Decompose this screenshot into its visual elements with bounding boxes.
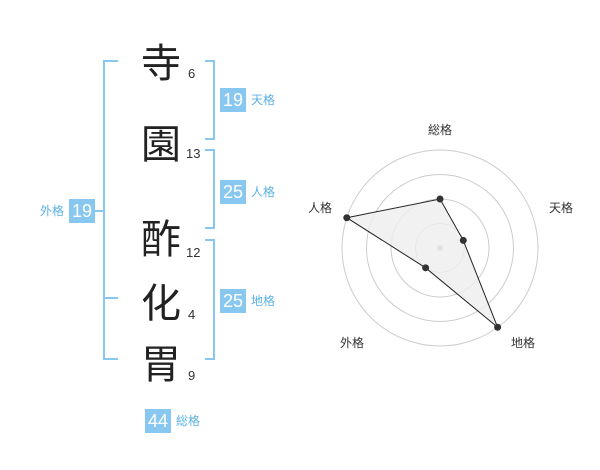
name-char-5: 胃 bbox=[141, 342, 181, 388]
jinkaku-label: 人格 bbox=[251, 185, 276, 199]
radar-ring-4 bbox=[341, 149, 539, 347]
stroke-count-4: 4 bbox=[188, 307, 196, 322]
radar-ring-3 bbox=[366, 174, 514, 322]
chikaku-badge: 25 地格 bbox=[220, 289, 275, 313]
tenkaku-badge: 19 天格 bbox=[220, 88, 275, 112]
soukaku-label: 総格 bbox=[176, 414, 201, 428]
jinkaku-bracket bbox=[205, 149, 215, 229]
soukaku-value: 44 bbox=[145, 409, 172, 433]
jinkaku-badge: 25 人格 bbox=[220, 180, 275, 204]
stroke-count-2: 13 bbox=[186, 146, 201, 161]
stroke-count-3: 12 bbox=[186, 245, 201, 260]
radar-point-4 bbox=[343, 214, 351, 222]
name-char-2: 園 bbox=[141, 122, 181, 168]
chikaku-bracket bbox=[205, 239, 215, 360]
radar-label-gaikaku: 外格 bbox=[340, 336, 365, 350]
radar-label-soukaku: 総格 bbox=[428, 123, 453, 137]
radar-point-3 bbox=[422, 264, 430, 272]
radar-label-jinkaku: 人格 bbox=[308, 201, 333, 215]
chikaku-value: 25 bbox=[220, 289, 247, 313]
radar-label-tenkaku: 天格 bbox=[549, 201, 574, 215]
tenkaku-bracket bbox=[205, 60, 215, 140]
tenkaku-label: 天格 bbox=[251, 93, 276, 107]
jinkaku-value: 25 bbox=[220, 180, 247, 204]
radar-point-0 bbox=[436, 195, 444, 203]
name-char-1: 寺 bbox=[141, 41, 181, 87]
gaikaku-badge: 外格 19 bbox=[40, 199, 96, 223]
name-char-3: 酢 bbox=[141, 217, 181, 263]
soukaku-badge: 44 総格 bbox=[145, 409, 200, 433]
radar-polygon bbox=[345, 198, 499, 328]
stroke-count-1: 6 bbox=[188, 66, 196, 81]
radar-label-chikaku: 地格 bbox=[511, 336, 536, 350]
radar-point-2 bbox=[494, 323, 502, 331]
radar-point-1 bbox=[459, 236, 467, 244]
name-char-4: 化 bbox=[141, 281, 181, 327]
stroke-count-5: 9 bbox=[188, 368, 196, 383]
gaikaku-label: 外格 bbox=[40, 204, 65, 218]
chikaku-label: 地格 bbox=[251, 294, 276, 308]
gaikaku-value: 19 bbox=[69, 199, 96, 223]
tenkaku-value: 19 bbox=[220, 88, 247, 112]
